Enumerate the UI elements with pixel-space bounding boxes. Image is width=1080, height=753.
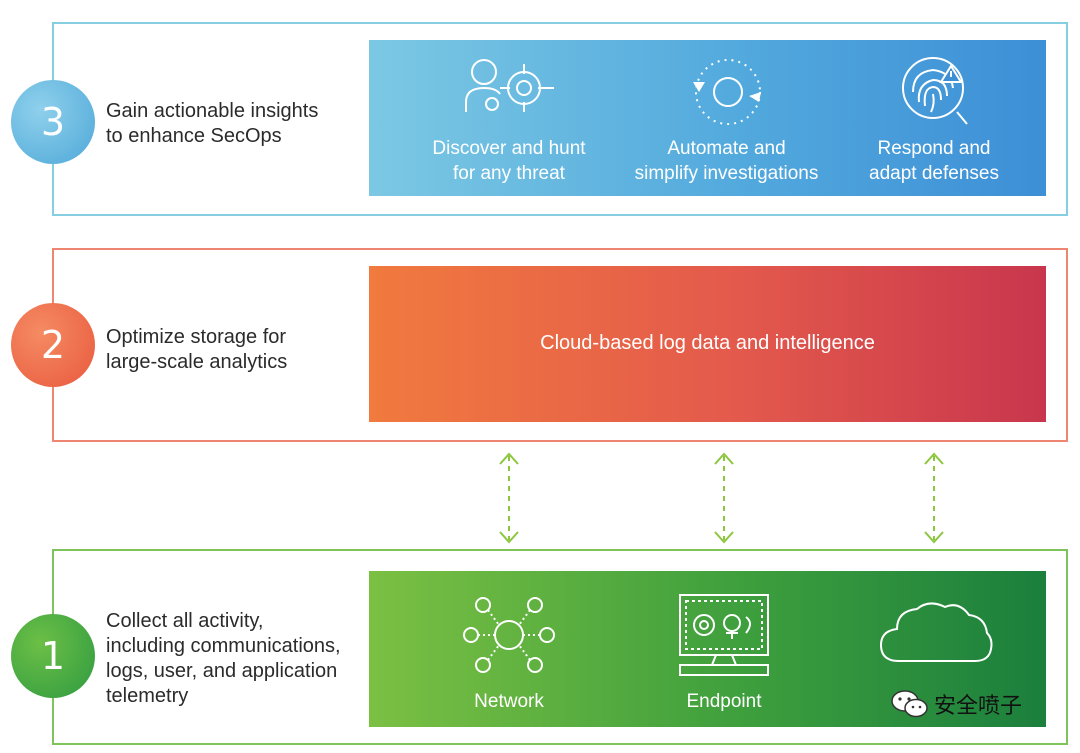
source-network-label: Network (474, 691, 544, 712)
tier-2-description-line: large-scale analytics (106, 351, 288, 373)
bidirectional-arrow-endpoint (714, 452, 734, 544)
tier-1-description-line: telemetry (106, 685, 189, 707)
tier-3-description-line: to enhance SecOps (106, 125, 282, 147)
cloud-icon (879, 602, 993, 662)
feature-automate-simplify: Automate and simplify investigations (614, 136, 839, 186)
tier-3-capabilities-panel: Discover and hunt for any threat Automat… (369, 40, 1046, 196)
tier-2-number-badge: 2 (11, 303, 95, 387)
tier-1-sources-panel: Network Endpoint (369, 571, 1046, 727)
tier-1-description-line: Collect all activity, (106, 610, 264, 632)
source-endpoint-label: Endpoint (686, 691, 762, 712)
computer-threat-icon (679, 594, 769, 676)
tier-3-number-badge: 3 (11, 80, 95, 164)
watermark-text: 安全喷子 (934, 693, 1023, 718)
tier-2-storage-panel: Cloud-based log data and intelligence (369, 266, 1046, 422)
tier-3-description-line: Gain actionable insights (106, 100, 319, 122)
tier-1-description-line: logs, user, and application (106, 660, 338, 682)
tier-3-description: Gain actionable insights to enhance SecO… (106, 99, 318, 149)
feature-line: Discover and hunt (432, 138, 586, 159)
bidirectional-arrow-cloud (924, 452, 944, 544)
cloud-log-data-label: Cloud-based log data and intelligence (540, 332, 875, 354)
cycle-automation-icon (693, 59, 761, 125)
network-nodes-icon (463, 597, 555, 673)
tier-1-number-badge: 1 (11, 614, 95, 698)
feature-line: adapt defenses (869, 163, 999, 184)
feature-respond-adapt: Respond and adapt defenses (839, 136, 1029, 186)
analyst-target-icon (465, 59, 554, 112)
watermark: 安全喷子 (890, 688, 1022, 720)
tier-1-description-line: including communications, (106, 635, 341, 657)
feature-line: for any threat (453, 163, 565, 184)
feature-line: Respond and (877, 138, 991, 159)
bidirectional-arrow-network (499, 452, 519, 544)
feature-line: simplify investigations (634, 163, 819, 184)
data-flow-arrows (499, 452, 944, 544)
fingerprint-alert-icon (902, 57, 968, 125)
feature-line: Automate and (667, 138, 786, 159)
feature-discover-hunt: Discover and hunt for any threat (404, 136, 614, 186)
tier-1-description: Collect all activity, including communic… (106, 609, 341, 709)
tier-2-description: Optimize storage for large-scale analyti… (106, 325, 287, 375)
tier-2-description-line: Optimize storage for (106, 326, 287, 348)
wechat-icon (891, 690, 928, 718)
